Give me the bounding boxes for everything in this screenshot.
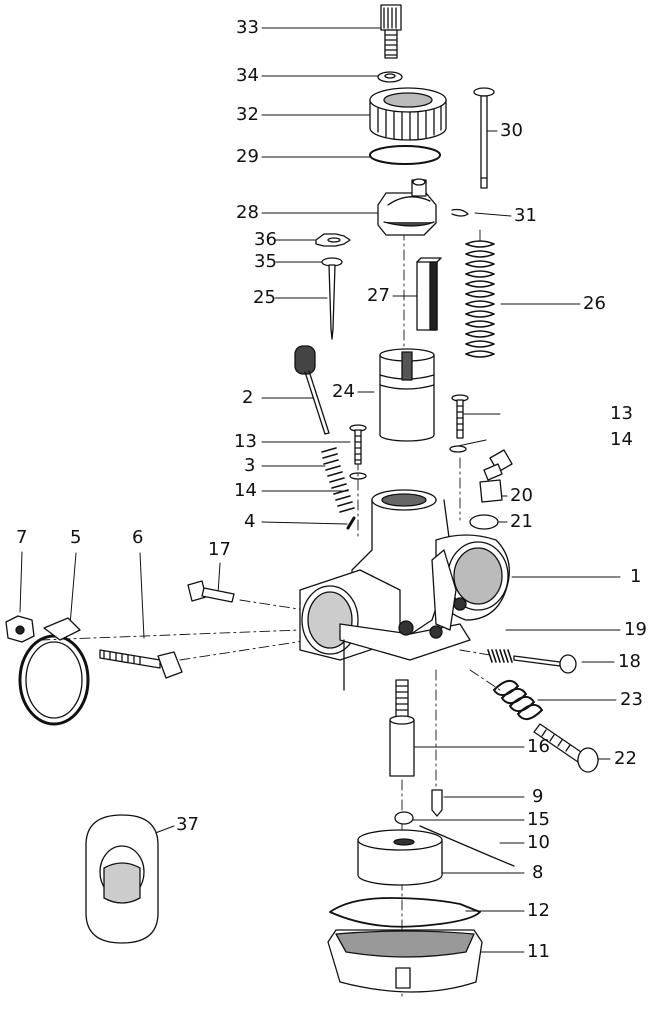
callout-13-right: 13 (610, 403, 633, 424)
leader-lines (20, 28, 620, 952)
callout-34: 34 (236, 65, 259, 86)
callout-9: 9 (532, 786, 544, 807)
part-27-guide (417, 258, 441, 330)
callout-14-right: 14 (610, 429, 633, 450)
callout-27: 27 (367, 285, 390, 306)
part-14-washer-left (350, 473, 366, 479)
part-23-spring (494, 681, 542, 719)
part-22-screw (534, 724, 598, 772)
callout-32: 32 (236, 104, 259, 125)
callout-30: 30 (500, 120, 523, 141)
part-7-nut (6, 616, 34, 642)
part-2-tickler (295, 346, 329, 434)
part-4-pin (348, 518, 354, 528)
callout-1: 1 (630, 566, 642, 587)
part-3-spring (322, 448, 354, 512)
part-12-gasket (330, 898, 480, 927)
part-24-slide (380, 349, 434, 441)
part-5-clamp (20, 618, 88, 724)
part-32-ring-nut (370, 88, 446, 140)
callout-37: 37 (176, 814, 199, 835)
callout-3: 3 (244, 455, 256, 476)
callout-25: 25 (253, 287, 276, 308)
callout-15: 15 (527, 809, 550, 830)
part-34-nut (378, 72, 402, 82)
callout-23: 23 (620, 689, 643, 710)
callout-35: 35 (254, 251, 277, 272)
callout-7: 7 (16, 527, 28, 548)
callout-12: 12 (527, 900, 550, 921)
callout-8: 8 (532, 862, 544, 883)
callout-16: 16 (527, 736, 550, 757)
part-28-cover (378, 179, 436, 235)
callout-33: 33 (236, 17, 259, 38)
callout-22: 22 (614, 748, 637, 769)
callout-11: 11 (527, 941, 550, 962)
callout-28: 28 (236, 202, 259, 223)
callout-17: 17 (208, 539, 231, 560)
callout-5: 5 (70, 527, 82, 548)
part-1-carburetor-body (300, 490, 509, 690)
callout-31: 31 (514, 205, 537, 226)
callout-26: 26 (583, 293, 606, 314)
part-13-screw-right (452, 395, 468, 438)
callout-20: 20 (510, 485, 533, 506)
part-25-needle (329, 265, 335, 339)
part-9-float-needle (432, 790, 442, 816)
part-11-float-bowl (328, 930, 482, 992)
part-31-clip (452, 210, 468, 217)
part-14-washer-right (450, 446, 466, 452)
callout-13-left: 13 (234, 431, 257, 452)
callout-4: 4 (244, 511, 256, 532)
callout-19: 19 (624, 619, 647, 640)
part-33-adjuster-screw (381, 5, 401, 58)
part-13-screw-left (350, 425, 366, 464)
part-6-bolt (100, 650, 182, 678)
part-18-screw (514, 655, 576, 673)
part-26-spring (466, 241, 494, 357)
part-19-spring (488, 650, 512, 662)
callout-29: 29 (236, 146, 259, 167)
part-15-jet (395, 812, 413, 824)
part-37-rubber-collar (86, 815, 158, 943)
part-17-plug (188, 581, 234, 602)
callout-2: 2 (242, 387, 254, 408)
callout-6: 6 (132, 527, 144, 548)
callout-10: 10 (527, 832, 550, 853)
callout-36: 36 (254, 229, 277, 250)
callout-14-left: 14 (234, 480, 257, 501)
part-8-float (358, 830, 442, 885)
part-21-washer (470, 515, 498, 529)
part-16-jet-holder (390, 680, 414, 776)
callout-24: 24 (332, 381, 355, 402)
part-10-float-arm (420, 826, 514, 866)
part-36-washer (316, 234, 350, 246)
part-20-fitting (480, 450, 512, 502)
callout-21: 21 (510, 511, 533, 532)
part-29-o-ring (370, 146, 440, 164)
part-30-pin (474, 88, 494, 188)
callout-18: 18 (618, 651, 641, 672)
